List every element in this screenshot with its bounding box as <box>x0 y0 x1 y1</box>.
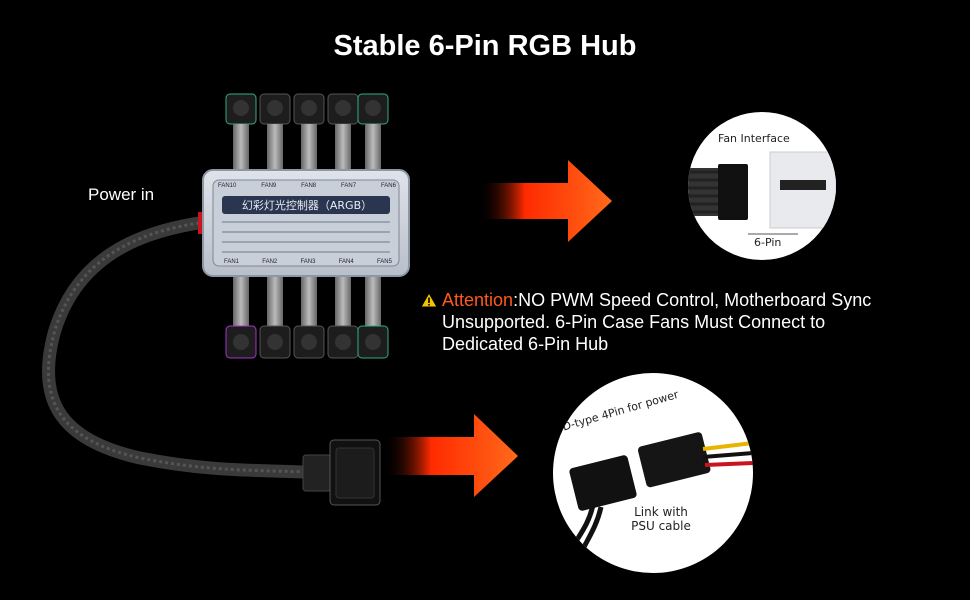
psu-label-line2: PSU cable <box>631 519 691 533</box>
bottom-fan-connectors <box>225 325 389 359</box>
attention-prefix: Attention <box>442 290 514 310</box>
port-label: FAN3 <box>300 259 316 265</box>
six-pin-connector-image <box>688 151 836 235</box>
port-label: FAN10 <box>218 183 237 189</box>
power-cable-braid <box>46 220 306 474</box>
port-label: FAN2 <box>262 259 278 265</box>
hub-chinese-title: 幻彩灯光控制器（ARGB） <box>241 199 373 212</box>
port-label: FAN1 <box>224 259 240 265</box>
psu-label-line1: Link with <box>634 505 688 519</box>
power-in-label: Power in <box>88 185 155 204</box>
hub-bottom-ports: FAN1 FAN2 FAN3 FAN4 FAN5 <box>224 259 392 265</box>
six-pin-label: 6-Pin <box>754 236 782 249</box>
hub-top-ports: FAN10 FAN9 FAN8 FAN7 FAN6 <box>218 183 396 189</box>
psu-connector-image <box>569 432 753 551</box>
attention-notice: Attention:NO PWM Speed Control, Motherbo… <box>420 289 960 355</box>
fan-interface-circle: Fan Interface 6-Pin <box>688 112 836 260</box>
port-label: FAN7 <box>341 183 357 189</box>
port-label: FAN5 <box>376 259 392 265</box>
top-ribbon-cables <box>233 124 381 174</box>
warning-icon <box>420 292 438 308</box>
port-label: FAN4 <box>338 259 354 265</box>
attention-line1: :NO PWM Speed Control, Motherboard Sync <box>513 290 872 310</box>
attention-line3: Dedicated 6-Pin Hub <box>442 334 609 354</box>
port-label: FAN8 <box>301 183 317 189</box>
attention-line2: Unsupported. 6-Pin Case Fans Must Connec… <box>442 312 826 332</box>
arrow-right-icon <box>478 160 612 242</box>
top-fan-connectors <box>225 93 389 125</box>
page-title: Stable 6-Pin RGB Hub <box>333 30 637 62</box>
psu-connector-circle: D-type 4Pin for power Link with PSU cabl… <box>553 373 753 573</box>
bottom-ribbon-cables <box>233 276 381 328</box>
port-label: FAN6 <box>380 183 396 189</box>
fan-interface-label: Fan Interface <box>718 132 790 145</box>
arrow-right-icon <box>384 414 518 497</box>
molex-sleeve <box>302 454 332 492</box>
port-label: FAN9 <box>261 183 277 189</box>
